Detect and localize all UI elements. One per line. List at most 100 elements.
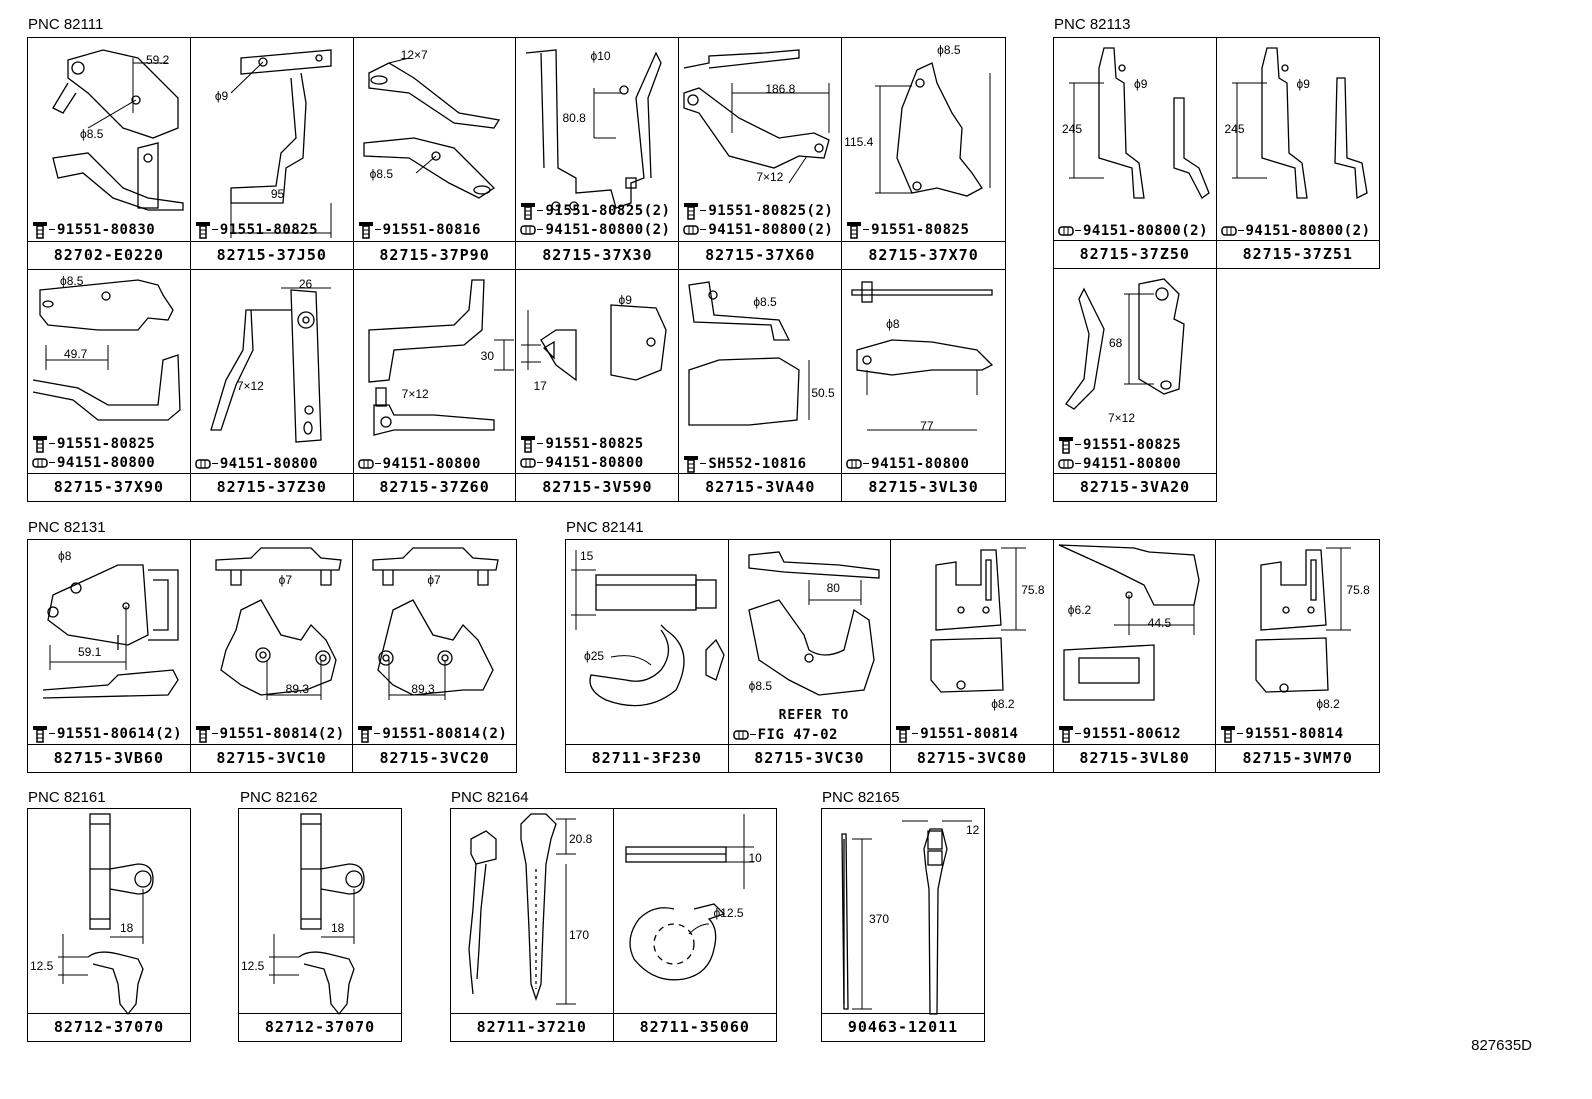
part-number: 82715-3VA20 — [1054, 473, 1216, 501]
clamp-drawing — [624, 814, 754, 981]
part-cell[interactable]: 245 ϕ9 94151-80800(2) 82715-37Z51 — [1216, 38, 1379, 268]
part-cell[interactable]: 80 ϕ8.5 REFER TO FIG 47-02 82715-3VC30 — [728, 540, 892, 772]
part-cell[interactable]: 75.8 ϕ8.2 91551-80814 82715-3VC80 — [891, 540, 1054, 772]
band-clip-drawing — [468, 813, 576, 1005]
part-number: 82712-37070 — [28, 1013, 190, 1041]
part-cell[interactable]: ϕ8.5 115.4 91551-80825 82715-37X70 — [842, 38, 1005, 270]
pnc-82162-grid: 18 12.5 82712-37070 — [238, 808, 402, 1042]
fastener-item: 91551-80612 — [1058, 724, 1181, 743]
dimension-label: ϕ8.5 — [937, 43, 961, 57]
part-cell[interactable]: ϕ6.2 44.5 91551-80612 82715-3VL80 — [1053, 540, 1217, 772]
dimension-label: 75.8 — [1346, 583, 1370, 597]
bolt-icon — [33, 435, 47, 453]
part-cell[interactable]: 12×7 ϕ8.5 91551-80816 82715-37P90 — [353, 38, 517, 270]
fastener-list: 91551-80825 — [846, 220, 969, 239]
part-cell[interactable]: ϕ9 95 91551-80825 82715-37J50 — [190, 38, 354, 270]
fastener-item: 91551-80814(2) — [195, 724, 345, 743]
part-number: 82715-3VL30 — [842, 473, 1005, 501]
dimension-label: 30 — [480, 349, 495, 363]
part-number: 82715-3VC80 — [891, 744, 1053, 772]
fastener-list: 94151-80800 — [195, 454, 318, 473]
part-cell[interactable]: 18 12.5 82712-37070 — [28, 809, 190, 1041]
dimension-label: 44.5 — [1147, 616, 1172, 630]
part-cell[interactable]: 10 ϕ12.5 82711-35060 — [613, 809, 776, 1041]
nut-icon — [520, 224, 537, 235]
part-cell[interactable]: ϕ8 77 94151-80800 82715-3VL30 — [842, 270, 1005, 501]
part-number: 82715-3VC10 — [190, 744, 353, 772]
bracket-drawing — [930, 547, 1027, 693]
part-cell[interactable]: 186.8 7×12 91551-80825(2) 94151-80800(2)… — [679, 38, 843, 270]
part-cell[interactable]: 30 7×12 94151-80800 82715-37Z60 — [353, 270, 517, 501]
part-cell[interactable]: ϕ7 89.3 91551-80814(2) 82715-3VC10 — [190, 540, 354, 772]
part-cell[interactable]: 75.8 ϕ8.2 91551-80814 82715-3VM70 — [1216, 540, 1379, 772]
dimension-label: ϕ9 — [214, 89, 229, 103]
part-cell[interactable]: 26 7×12 94151-80800 82715-37Z30 — [190, 270, 354, 501]
part-cell[interactable]: 18 12.5 82712-37070 — [239, 809, 401, 1041]
fastener-list: 91551-80814 — [895, 724, 1018, 743]
fastener-item: 91551-80825 — [195, 220, 318, 239]
bracket-drawing — [526, 49, 663, 211]
nut-icon — [1220, 225, 1237, 236]
clamp-drawing — [747, 551, 880, 696]
part-cell[interactable]: ϕ8.5 49.7 91551-80825 94151-80800 82715-… — [28, 270, 191, 501]
pnc-82113-grid: 245 ϕ9 94151-80800(2) 82715-37Z50 245 ϕ9… — [1053, 37, 1380, 269]
bolt-icon — [684, 202, 699, 220]
part-number: 82715-37Z50 — [1054, 240, 1216, 268]
clip-drawing — [58, 813, 154, 1016]
part-cell[interactable]: ϕ7 89.3 91551-80814(2) 82715-3VC20 — [353, 540, 516, 772]
fastener-item: SH552-10816 — [683, 454, 806, 473]
part-cell[interactable]: ϕ10 80.8 91551-80825(2) 94151-80800(2) 8… — [516, 38, 680, 270]
pnc-82164-grid: 20.8 170 82711-37210 10 ϕ12.5 82711-3506… — [450, 808, 777, 1042]
fastener-item: 94151-80800 — [520, 453, 643, 472]
dimension-label: 7×12 — [1108, 411, 1136, 425]
part-cell[interactable]: 245 ϕ9 94151-80800(2) 82715-37Z50 — [1054, 38, 1217, 268]
part-number: 82715-37X70 — [842, 241, 1005, 269]
dimension-label: 18 — [331, 921, 345, 935]
bracket-drawing — [1255, 547, 1352, 693]
part-cell[interactable]: ϕ8.5 50.5 SH552-10816 82715-3VA40 — [679, 270, 843, 501]
dimension-label: 18 — [120, 921, 134, 935]
part-number: 82715-3V590 — [516, 473, 679, 501]
part-number: 82715-37Z30 — [190, 473, 353, 501]
fastener-list: 91551-80816 — [358, 220, 481, 239]
fastener-item: 91551-80825(2) — [683, 201, 833, 220]
part-cell[interactable]: ϕ9 17 91551-80825 94151-80800 82715-3V59… — [516, 270, 680, 501]
dimension-label: 12.5 — [241, 959, 265, 973]
dimension-label: ϕ9 — [1134, 77, 1148, 91]
nut-icon — [195, 458, 211, 469]
dimension-label: ϕ8.5 — [748, 679, 772, 693]
part-cell[interactable]: 15 ϕ25 82711-3F230 — [566, 540, 729, 772]
part-number: 82715-3VL80 — [1053, 744, 1216, 772]
dimension-label: 170 — [569, 928, 590, 942]
bracket-drawing — [875, 62, 991, 197]
dimension-label: 17 — [533, 379, 547, 393]
dimension-label: 186.8 — [765, 82, 796, 96]
fastener-item: 91551-80814(2) — [357, 724, 507, 743]
part-cell[interactable]: 59.2 ϕ8.5 91551-80830 82702-E0220 — [28, 38, 191, 270]
bracket-drawing — [52, 49, 184, 211]
part-cell[interactable]: ϕ8 59.1 91551-80614(2) 82715-3VB60 — [28, 540, 191, 772]
fastener-list: FIG 47-02 — [732, 725, 838, 744]
bracket-drawing — [230, 49, 332, 238]
dimension-label: ϕ9 — [1296, 77, 1310, 91]
dimension-label: 10 — [748, 851, 762, 865]
pnc-82111-grid: 59.2 ϕ8.5 91551-80830 82702-E0220 ϕ9 95 … — [27, 37, 1006, 502]
bracket-drawing — [688, 281, 810, 426]
dimension-label: 77 — [920, 419, 934, 433]
dimension-label: ϕ25 — [584, 649, 605, 663]
fastener-item: FIG 47-02 — [732, 725, 838, 744]
fastener-item: 91551-80825(2) — [520, 201, 670, 220]
bolt-icon — [1058, 725, 1073, 743]
dimension-label: 15 — [580, 549, 594, 563]
pnc-label-82164: PNC 82164 — [451, 789, 529, 806]
part-cell[interactable]: 20.8 170 82711-37210 — [451, 809, 614, 1041]
bracket-drawing — [363, 57, 500, 199]
part-cell[interactable]: 68 7×12 91551-80825 94151-80800 82715-3V… — [1054, 269, 1216, 501]
nut-icon — [732, 729, 749, 740]
fastener-item: 94151-80800 — [1058, 454, 1181, 473]
fastener-item: 91551-80825 — [32, 434, 155, 453]
bolt-icon — [1059, 436, 1073, 454]
bracket-drawing — [209, 287, 331, 443]
part-cell[interactable]: 12 370 90463-12011 — [822, 809, 984, 1041]
bolt-icon — [358, 221, 373, 239]
